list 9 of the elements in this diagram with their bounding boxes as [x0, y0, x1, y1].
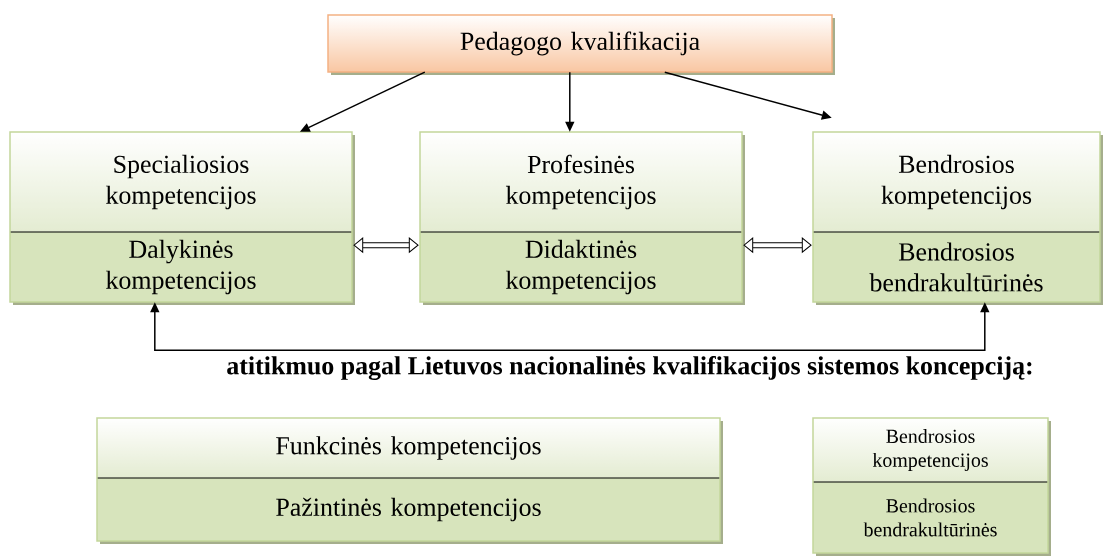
title-box: Pedagogo kvalifikacija	[327, 14, 835, 75]
double-arrow	[743, 237, 812, 253]
competence-box: Specialiosios kompetencijos Dalykinės kompetencijos	[9, 131, 355, 305]
competence-box: Bendrosios kompetencijos Bendrosios bendrakultūrinės	[812, 417, 1051, 556]
double-arrow	[353, 237, 419, 253]
competence-box: Profesinės kompetencijos Didaktinės kompetencijos	[419, 131, 745, 305]
competence-box: Bendrosios kompetencijos Bendrosios bendrakultūrinės	[812, 131, 1103, 305]
note-text: atitikmuo pagal Lietuvos nacionalinės kvalifikacijos sistemos koncepciją:	[227, 356, 1032, 380]
competence-box: Funkcinės kompetencijos Pažintinės kompetencijos	[96, 417, 723, 544]
